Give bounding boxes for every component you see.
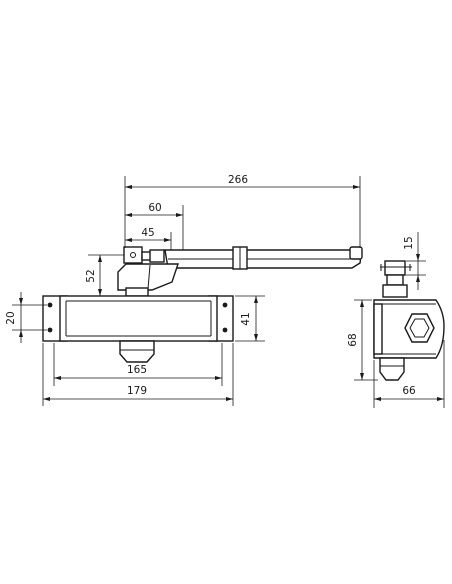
pinion-bottom xyxy=(119,340,155,363)
dim-label-52: 52 xyxy=(85,269,97,282)
side-arm-pivot xyxy=(384,260,406,276)
dim-label-60: 60 xyxy=(148,202,161,214)
dim-label-179: 179 xyxy=(127,385,147,397)
dim-label-266: 266 xyxy=(228,174,248,186)
front-dimensions: 266 60 45 52 20 41 xyxy=(5,174,361,406)
dim-label-20: 20 xyxy=(5,311,17,324)
dim-label-41: 41 xyxy=(240,312,252,325)
front-view xyxy=(42,246,363,363)
dim-label-45: 45 xyxy=(141,227,154,239)
closer-body xyxy=(59,295,218,342)
hex-socket xyxy=(404,313,435,343)
dim-label-165: 165 xyxy=(127,364,147,376)
lower-arm-link xyxy=(117,263,179,291)
dim-label-15: 15 xyxy=(403,236,415,249)
dim-label-68: 68 xyxy=(347,333,359,346)
dim-label-66: 66 xyxy=(402,385,416,397)
side-dimensions: 15 68 66 xyxy=(347,232,445,408)
arm-bracket-plate xyxy=(123,246,143,264)
side-pinion-bottom xyxy=(379,357,405,381)
side-view xyxy=(373,260,445,381)
